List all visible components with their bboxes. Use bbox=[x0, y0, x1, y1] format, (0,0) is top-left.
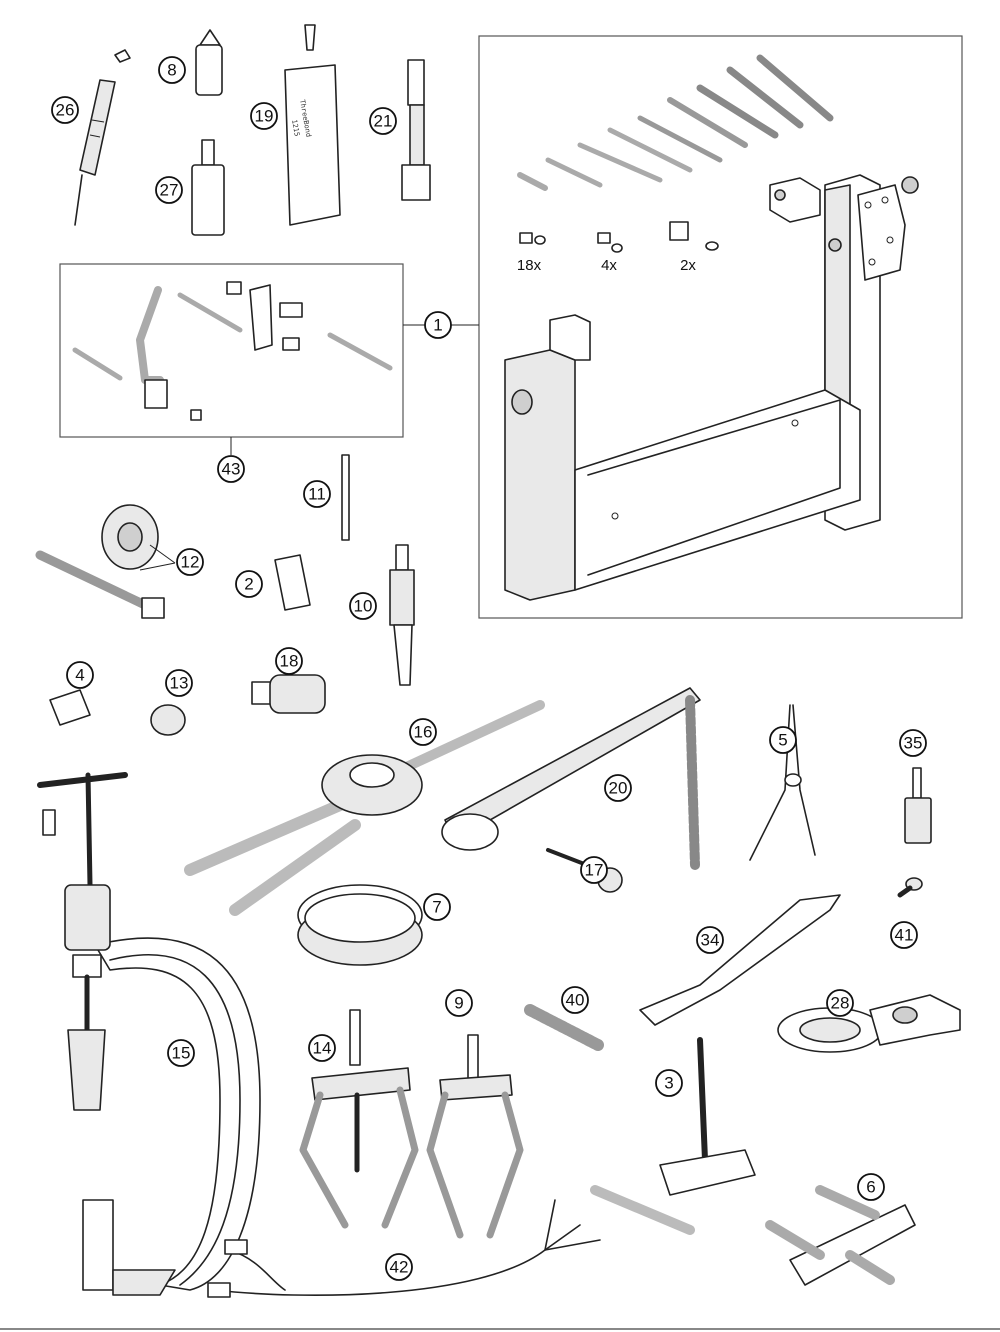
callout-16: 16 bbox=[409, 718, 437, 746]
callout-43: 43 bbox=[217, 455, 245, 483]
svg-text:34: 34 bbox=[701, 931, 720, 950]
qty-washers: 4x bbox=[601, 257, 617, 274]
callout-10: 10 bbox=[349, 592, 377, 620]
svg-text:19: 19 bbox=[255, 107, 274, 126]
small-screw bbox=[897, 877, 923, 898]
callout-21: 21 bbox=[369, 107, 397, 135]
callout-42: 42 bbox=[385, 1253, 413, 1281]
callout-41: 41 bbox=[890, 921, 918, 949]
svg-text:43: 43 bbox=[222, 460, 241, 479]
bolt-and-bushing bbox=[35, 504, 165, 619]
bracket-tool bbox=[274, 554, 311, 611]
callout-11: 11 bbox=[303, 480, 331, 508]
svg-text:1: 1 bbox=[433, 316, 442, 335]
svg-text:6: 6 bbox=[866, 1178, 875, 1197]
callout-14: 14 bbox=[308, 1034, 336, 1062]
qty-nuts: 18x bbox=[517, 257, 542, 274]
engine-stand bbox=[504, 174, 919, 601]
svg-text:8: 8 bbox=[167, 61, 176, 80]
adapter-tool bbox=[251, 674, 326, 714]
callout-1: 1 bbox=[424, 311, 452, 339]
callout-13: 13 bbox=[165, 669, 193, 697]
callout-17: 17 bbox=[580, 856, 608, 884]
cone-tool bbox=[49, 689, 91, 726]
callout-12: 12 bbox=[176, 548, 204, 576]
holding-tool bbox=[777, 994, 961, 1053]
svg-text:41: 41 bbox=[895, 926, 914, 945]
svg-text:2: 2 bbox=[244, 575, 253, 594]
svg-text:1215: 1215 bbox=[290, 119, 301, 137]
crank-clamp bbox=[765, 1185, 916, 1286]
callout-8: 8 bbox=[158, 56, 186, 84]
svg-text:4: 4 bbox=[75, 666, 84, 685]
callout-18: 18 bbox=[275, 647, 303, 675]
callout-7: 7 bbox=[423, 893, 451, 921]
nut-tool bbox=[150, 704, 186, 736]
svg-text:5: 5 bbox=[778, 731, 787, 750]
clamp-ring bbox=[297, 884, 423, 966]
crankshaft-tool bbox=[590, 1037, 756, 1235]
callout-9: 9 bbox=[445, 989, 473, 1017]
svg-text:7: 7 bbox=[432, 898, 441, 917]
stand-bolts bbox=[517, 54, 834, 253]
engine-stand-frame-box bbox=[478, 35, 963, 619]
svg-text:35: 35 bbox=[904, 734, 923, 753]
syringe-tool bbox=[74, 49, 131, 226]
mounting-pin bbox=[904, 767, 932, 844]
svg-text:3: 3 bbox=[664, 1074, 673, 1093]
callout-34: 34 bbox=[696, 926, 724, 954]
svg-text:42: 42 bbox=[390, 1258, 409, 1277]
drift-tool bbox=[401, 59, 431, 201]
valve-spring-compressor bbox=[37, 772, 261, 1296]
callout-28: 28 bbox=[826, 989, 854, 1017]
callout-15: 15 bbox=[167, 1039, 195, 1067]
callout-20: 20 bbox=[604, 774, 632, 802]
svg-text:27: 27 bbox=[160, 181, 179, 200]
svg-text:17: 17 bbox=[585, 861, 604, 880]
two-jaw-puller bbox=[426, 1034, 524, 1239]
chain-wrench bbox=[441, 687, 701, 870]
callout-2: 2 bbox=[235, 570, 263, 598]
pin-tool bbox=[341, 454, 350, 541]
lever-tool bbox=[639, 894, 841, 1026]
slide-puller bbox=[389, 544, 415, 686]
callout-35: 35 bbox=[899, 729, 927, 757]
extension-kit bbox=[72, 281, 393, 421]
svg-text:14: 14 bbox=[313, 1039, 332, 1058]
callout-26: 26 bbox=[51, 96, 79, 124]
callout-40: 40 bbox=[561, 986, 589, 1014]
svg-text:16: 16 bbox=[414, 723, 433, 742]
spring-tool bbox=[524, 1004, 604, 1051]
callout-3: 3 bbox=[655, 1069, 683, 1097]
sealant-bottle bbox=[195, 29, 223, 96]
svg-text:26: 26 bbox=[56, 101, 75, 120]
callout-4: 4 bbox=[66, 661, 94, 689]
svg-text:20: 20 bbox=[609, 779, 628, 798]
svg-text:28: 28 bbox=[831, 994, 850, 1013]
svg-text:12: 12 bbox=[181, 553, 200, 572]
callout-6: 6 bbox=[857, 1173, 885, 1201]
loctite-bottle bbox=[191, 139, 225, 236]
svg-text:9: 9 bbox=[454, 994, 463, 1013]
callout-5: 5 bbox=[769, 726, 797, 754]
cable-tool bbox=[207, 1199, 601, 1298]
callout-27: 27 bbox=[155, 176, 183, 204]
svg-text:18: 18 bbox=[280, 652, 299, 671]
sealant-tube: ThreeBond 1215 bbox=[284, 24, 341, 226]
svg-text:21: 21 bbox=[374, 112, 393, 131]
svg-text:13: 13 bbox=[170, 674, 189, 693]
qty-plates: 2x bbox=[680, 257, 696, 274]
svg-text:40: 40 bbox=[566, 991, 585, 1010]
svg-text:15: 15 bbox=[172, 1044, 191, 1063]
callout-19: 19 bbox=[250, 102, 278, 130]
svg-text:11: 11 bbox=[308, 485, 326, 504]
svg-text:10: 10 bbox=[354, 597, 373, 616]
puller-arms bbox=[184, 700, 545, 916]
three-jaw-puller-large bbox=[299, 1009, 419, 1229]
